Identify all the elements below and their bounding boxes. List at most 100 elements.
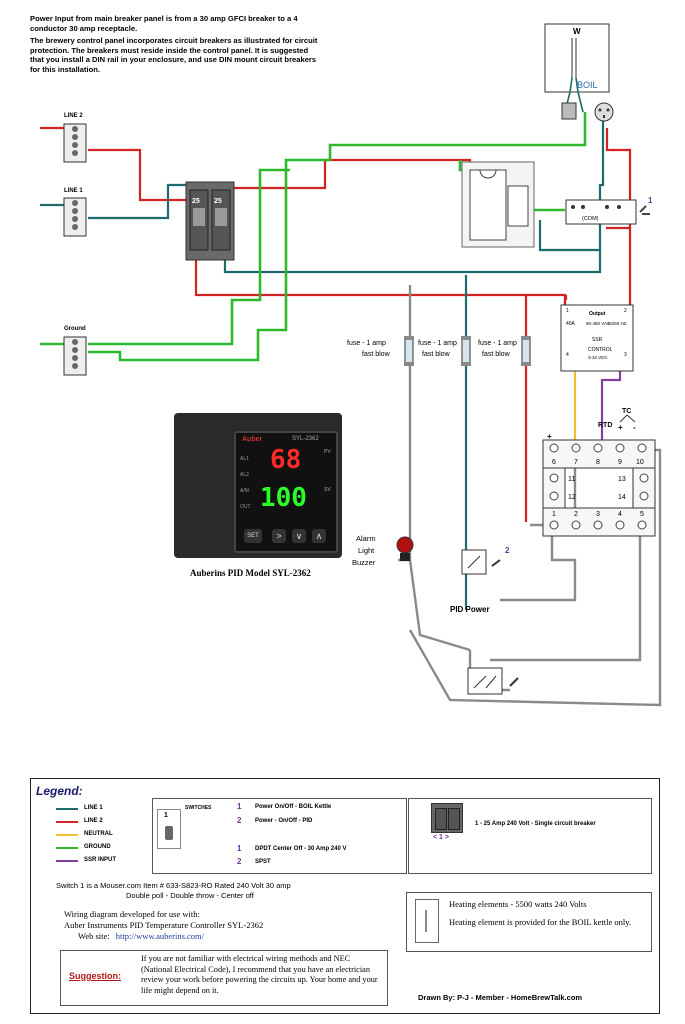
rtd-label: RTD	[598, 422, 612, 429]
alarm-label-1: Alarm	[356, 534, 376, 543]
tc-label: TC	[622, 408, 631, 415]
wire-legend-row-neutral: NEUTRAL	[56, 828, 146, 841]
pid-sv-tag: SV	[324, 487, 331, 493]
breaker-legend-text: 1 - 25 Amp 240 Volt - Single circuit bre…	[475, 821, 596, 827]
pid-terminal-block: 6 7 8 9 10 11 12 13 14 1 2 3 4 5 + RTD T…	[542, 408, 656, 537]
pid-brand: Auber	[242, 436, 263, 443]
switch-1-number: 1	[648, 196, 653, 205]
fuse-2-label-a: fuse - 1 amp	[418, 340, 457, 347]
switch-1-bottom	[467, 667, 519, 695]
legend-title: Legend:	[36, 784, 83, 798]
switch-legend-icon: 1	[157, 809, 181, 849]
pid-led-4: OUT	[240, 504, 251, 510]
term-5: 5	[640, 511, 644, 518]
toggle-icon	[165, 826, 173, 840]
dev-note-1: Wiring diagram developed for use with:	[64, 909, 200, 919]
term-2: 2	[574, 511, 578, 518]
ssr-vac: 90-480 VAC	[586, 321, 611, 326]
switch-item-2-num: 2	[237, 816, 242, 825]
wire-legend-row-ground: GROUND	[56, 841, 146, 854]
switch-item-3-text: DPDT Center Off - 30 Amp 240 V	[255, 846, 347, 852]
ssr-output: Output	[589, 311, 606, 317]
breaker-icon-pole-a	[435, 808, 447, 830]
pid-front-panel: Auber SYL-2362 AL1 AL2 A/M OUT 68 PV 100…	[234, 431, 338, 553]
wire-legend-row-ssr: SSR INPUT	[56, 854, 146, 867]
wire-line1	[40, 118, 605, 274]
heating-text-2: Heating element is provided for the BOIL…	[449, 917, 632, 927]
wire-label-line1: LINE 1	[84, 805, 103, 811]
pid-down-button-icon[interactable]: ∨	[292, 529, 306, 543]
wire-swatch-ssr	[56, 859, 78, 862]
ssr-amps: 40A	[566, 321, 576, 327]
pid-controller-image: Auber SYL-2362 AL1 AL2 A/M OUT 68 PV 100…	[174, 413, 342, 558]
term-6: 6	[552, 459, 556, 466]
dev-note: Wiring diagram developed for use with: A…	[64, 909, 263, 942]
suggestion-text: If you are not familiar with electrical …	[141, 954, 378, 995]
ssr-hz: 50/60 HZ	[608, 321, 627, 326]
plug-icon	[561, 102, 577, 120]
term-10: 10	[636, 459, 644, 466]
label-line1: LINE 1	[64, 188, 83, 194]
pid-led-2: AL2	[240, 472, 249, 478]
fuse-3-label-b: fast blow	[482, 351, 511, 358]
wire-ground	[40, 112, 587, 362]
wire-legend-row-line1: LINE 1	[56, 802, 146, 815]
pid-caption: Auberins PID Model SYL-2362	[190, 568, 311, 578]
wiring-diagram: LINE 2 LINE 1 Ground 25 25 (COM) 1 W BOI…	[40, 23, 662, 707]
fuse-1-label-a: fuse - 1 amp	[347, 340, 386, 347]
pid-shift-button-icon[interactable]: >	[272, 529, 286, 543]
term-14: 14	[618, 494, 626, 501]
pid-leds: AL1 AL2 A/M OUT	[240, 451, 260, 515]
pid-sv-display: 100	[260, 483, 307, 513]
term-13: 13	[618, 476, 626, 483]
ssr-vdc: 3-32 VDC	[588, 355, 609, 360]
pid-led-3: A/M	[240, 488, 249, 494]
wire-swatch-line1	[56, 807, 78, 810]
term-11: 11	[568, 476, 575, 483]
tc-minus: -	[633, 423, 636, 432]
ssr: 1 2 Output 40A 90-480 VAC 50/60 HZ SSR C…	[560, 304, 634, 372]
dev-note-2: Auber Instruments PID Temperature Contro…	[64, 920, 264, 930]
label-line2: LINE 2	[64, 113, 83, 119]
terminal-strip-line2	[63, 123, 87, 163]
wire-swatch-line2	[56, 820, 78, 823]
breaker-a-rating: 25	[192, 198, 200, 205]
fuse-1	[404, 336, 414, 366]
double-breaker: 25 25	[185, 181, 235, 261]
suggestion-box: Suggestion: If you are not familiar with…	[60, 950, 388, 1006]
heating-element: W BOIL	[544, 23, 610, 113]
switch-note-2: Double poll - Double throw - Center off	[126, 891, 254, 900]
pid-up-button-icon[interactable]: ∧	[312, 529, 326, 543]
boil-label: BOIL	[577, 80, 598, 90]
alarm-light: Alarm Light Buzzer	[352, 534, 414, 567]
fuse-3	[521, 336, 531, 366]
fuse-1-label-b: fast blow	[362, 351, 391, 358]
wire-swatch-ground	[56, 846, 78, 849]
switch-item-3-num: 1	[237, 844, 242, 853]
term-9: 9	[618, 459, 622, 466]
term-1: 1	[552, 511, 556, 518]
heating-text-1: Heating elements - 5500 watts 240 Volts	[449, 899, 587, 909]
pid-power-label: PID Power	[450, 605, 490, 614]
heating-legend-box: Heating elements - 5500 watts 240 Volts …	[406, 892, 652, 952]
dev-web-url[interactable]: http://www.auberins.com/	[115, 931, 204, 941]
heating-legend-element	[425, 910, 427, 932]
pid-led-1: AL1	[240, 456, 249, 462]
term-plus: +	[547, 432, 552, 441]
heating-legend-icon	[415, 899, 439, 943]
pid-set-button[interactable]: SET	[244, 529, 262, 543]
term-3: 3	[596, 511, 600, 518]
term-7: 7	[574, 459, 578, 466]
term-12: 12	[568, 494, 576, 501]
switch-2-spst: 2	[461, 546, 510, 575]
label-ground: Ground	[64, 326, 86, 332]
switch-2-number: 2	[505, 546, 510, 555]
suggestion-label: Suggestion:	[69, 971, 121, 981]
switch-item-4-num: 2	[237, 857, 242, 866]
pid-model: SYL-2362	[292, 436, 319, 442]
pid-pv-tag: PV	[324, 449, 331, 455]
switch-item-1-num: 1	[237, 802, 242, 811]
relay	[461, 161, 535, 248]
ssr-t4: 4	[566, 352, 569, 358]
term-8: 8	[596, 459, 600, 466]
